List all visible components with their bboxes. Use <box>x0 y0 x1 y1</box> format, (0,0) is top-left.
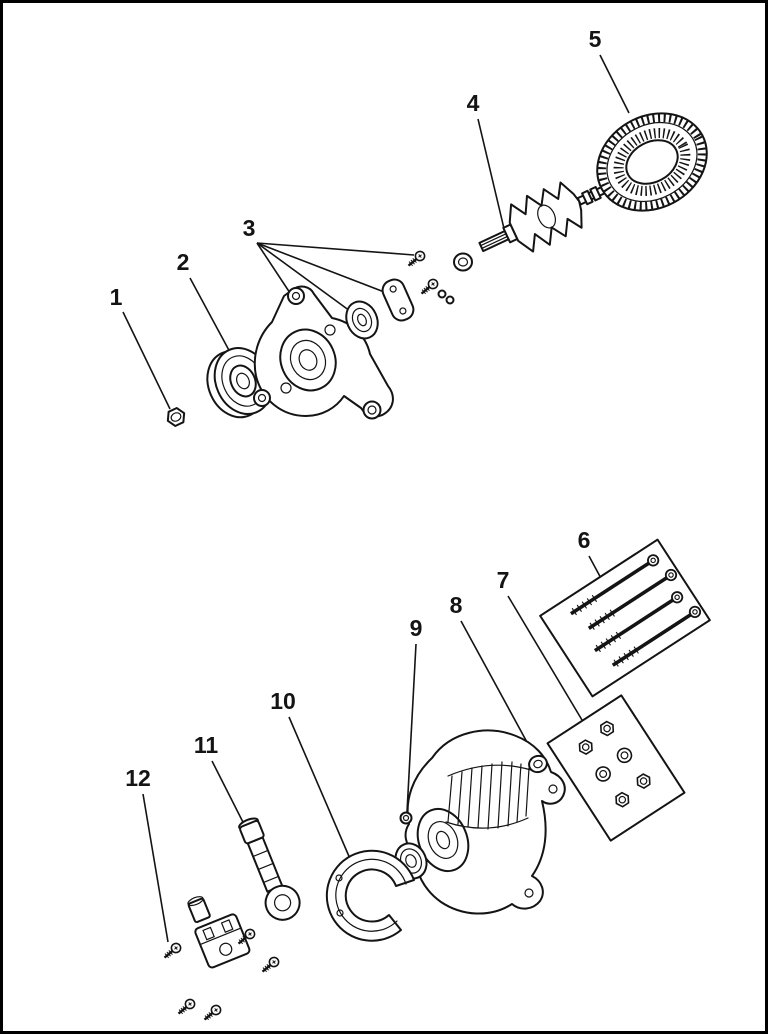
leader-line-3b <box>256 242 351 312</box>
small-ring <box>399 811 413 825</box>
retainer-washer-1 <box>437 289 447 299</box>
leader-line-3d <box>256 242 415 256</box>
leader-line-2 <box>189 277 232 355</box>
part-11-terminal-link <box>238 817 301 921</box>
callout-10: 10 <box>270 688 296 714</box>
part-4-rotor <box>478 176 626 253</box>
slip-ring-2 <box>589 186 602 202</box>
callout-labels: 1 2 3 4 5 6 7 8 9 10 11 12 <box>110 26 602 791</box>
retainer-screw-1 <box>404 248 428 271</box>
part-10-cover <box>325 849 415 942</box>
callout-7: 7 <box>497 567 510 593</box>
callout-4: 4 <box>467 90 480 116</box>
housing-outline <box>253 285 394 418</box>
brush <box>187 897 211 924</box>
part-8-washer <box>528 754 548 774</box>
callout-2: 2 <box>177 249 190 275</box>
part-1-pulley-nut <box>166 407 186 427</box>
retainer-washer-2 <box>445 295 455 305</box>
leader-line-3c <box>256 242 393 296</box>
part-12-brush-assembly <box>160 896 282 1025</box>
bearing-retainer-plate <box>381 278 415 322</box>
mount-screw-1 <box>160 940 184 963</box>
callout-3: 3 <box>243 215 256 241</box>
slip-ring-1 <box>581 189 594 206</box>
leader-line-7 <box>507 595 583 721</box>
retainer-screw-2 <box>417 276 441 299</box>
rotor-claw-poles <box>508 181 583 253</box>
rear-housing <box>404 729 566 915</box>
leader-line-1 <box>122 311 171 410</box>
callout-9: 9 <box>410 615 423 641</box>
mount-screw-3 <box>258 954 282 977</box>
part-3-drive-end-frame <box>253 248 473 420</box>
leader-lines <box>122 54 630 943</box>
part-6-through-bolts <box>539 538 711 698</box>
leader-line-8 <box>460 620 535 756</box>
part-5-stator <box>596 112 708 212</box>
terminal-eye <box>264 884 301 921</box>
leader-line-5 <box>599 54 630 114</box>
nut-set-box <box>546 694 686 842</box>
leader-line-3a <box>256 242 295 300</box>
mount-screw-4 <box>174 996 198 1019</box>
callout-5: 5 <box>589 26 602 52</box>
callout-1: 1 <box>110 284 123 310</box>
leader-line-4 <box>477 118 507 238</box>
mount-screw-5 <box>200 1002 224 1025</box>
front-bearing <box>345 300 379 340</box>
leader-line-9 <box>406 643 417 813</box>
callout-8: 8 <box>450 592 463 618</box>
callout-11: 11 <box>194 732 219 758</box>
callout-12: 12 <box>125 765 151 791</box>
leader-line-12 <box>142 793 169 943</box>
leader-line-10 <box>288 716 352 862</box>
shaft-spacer-ring <box>453 252 473 272</box>
callout-6: 6 <box>578 527 591 553</box>
part-7-nut-washer-set <box>546 694 686 842</box>
